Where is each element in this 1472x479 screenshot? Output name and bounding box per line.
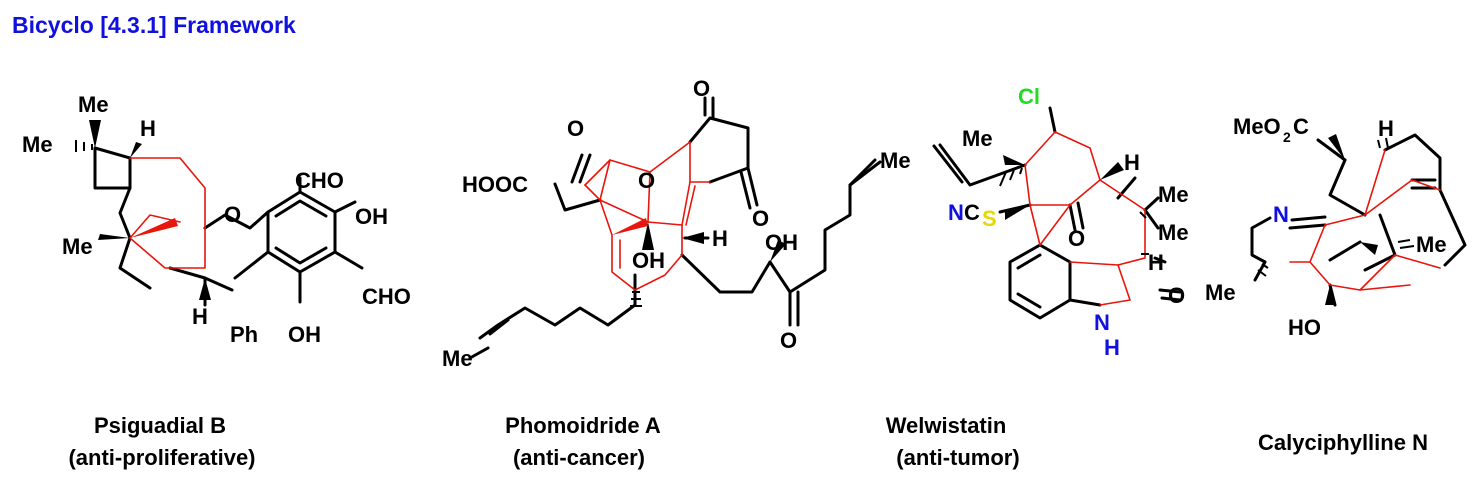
- pho-o-ketone: O: [567, 116, 584, 141]
- psi-h-top: H: [140, 116, 156, 141]
- caption-activity-psiguadial-b: (anti-proliferative): [68, 445, 255, 470]
- pho-o-bridge: O: [638, 168, 655, 193]
- caly-n-imine: N: [1273, 202, 1289, 227]
- wel-me-r1: Me: [1158, 182, 1189, 207]
- pho-me-left: Me: [442, 346, 473, 371]
- wel-me-r2: Me: [1158, 220, 1189, 245]
- wel-n-lactam: N: [1094, 310, 1110, 335]
- psi-me-left: Me: [22, 132, 53, 157]
- psi-cho-right: CHO: [362, 284, 411, 309]
- psi-oxygen: O: [224, 202, 241, 227]
- wel-h-lactam: H: [1104, 335, 1120, 360]
- pho-hooc: HOOC: [462, 172, 528, 197]
- wel-cl: Cl: [1018, 84, 1040, 109]
- pho-o-bottom: O: [780, 328, 797, 353]
- caly-me-left: Me: [1205, 280, 1236, 305]
- caption-activity-welwistatin: (anti-tumor): [896, 445, 1019, 470]
- wel-h-lower: H: [1148, 250, 1164, 275]
- pho-o-top: O: [693, 76, 710, 101]
- caly-ho: HO: [1288, 315, 1321, 340]
- pho-o-lactone: O: [752, 206, 769, 231]
- wel-h-top: H: [1124, 150, 1140, 175]
- structure-psiguadial-b: Me H Me Me O CHO OH CHO H Ph OH: [22, 92, 411, 347]
- caly-h-top: H: [1378, 116, 1394, 141]
- psi-cho-top: CHO: [295, 168, 344, 193]
- structure-calyciphylline-n: MeO 2 C H N Me Me HO: [1205, 114, 1467, 340]
- caly-meo: MeO: [1233, 114, 1281, 139]
- psi-me-mid: Me: [62, 234, 93, 259]
- pho-oh-center: OH: [632, 248, 665, 273]
- wel-o-ketone: O: [1068, 226, 1085, 251]
- psi-me-top: Me: [78, 92, 109, 117]
- caly-subscript-2: 2: [1283, 129, 1291, 145]
- caption-name-phomoidride-a: Phomoidride A: [505, 413, 661, 438]
- psi-oh-right: OH: [355, 204, 388, 229]
- caly-c-ester: C: [1293, 114, 1309, 139]
- caly-me-right: Me: [1416, 232, 1447, 257]
- wel-c-ncs: C: [964, 200, 980, 225]
- page-title: Bicyclo [4.3.1] Framework: [12, 12, 296, 38]
- wel-n-ncs: N: [948, 200, 964, 225]
- caption-name-psiguadial-b: Psiguadial B: [94, 413, 226, 438]
- caption-name-welwistatin: Welwistatin: [886, 413, 1007, 438]
- pho-me-right: Me: [880, 148, 911, 173]
- caption-activity-phomoidride-a: (anti-cancer): [513, 445, 645, 470]
- structure-phomoidride-a: O O O HOOC O H OH OH Me O Me: [442, 76, 911, 371]
- psi-h-bottom: H: [192, 304, 208, 329]
- wel-me-left: Me: [962, 126, 993, 151]
- psi-ph: Ph: [230, 322, 258, 347]
- structure-welwistatin: Cl Me H N C S O Me Me H O N H: [932, 84, 1189, 360]
- wel-o-lactam: O: [1168, 283, 1185, 308]
- pho-oh-side: OH: [765, 230, 798, 255]
- wel-s-ncs: S: [982, 206, 997, 231]
- caption-name-calyciphylline-n: Calyciphylline N: [1258, 430, 1428, 455]
- psi-oh-bottom: OH: [288, 322, 321, 347]
- pho-h-ring: H: [712, 226, 728, 251]
